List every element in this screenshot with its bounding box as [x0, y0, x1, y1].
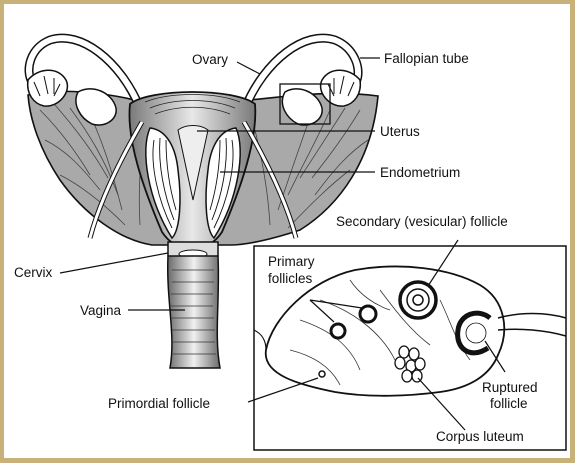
label-fallopian-tube: Fallopian tube: [384, 51, 469, 66]
label-ovary: Ovary: [192, 52, 228, 67]
label-primordial-follicle: Primordial follicle: [108, 396, 210, 411]
label-ruptured-follicle-1: Ruptured: [482, 380, 538, 395]
diagram-canvas: Ovary Fallopian tube Uterus Endometrium …: [4, 4, 570, 458]
label-ruptured-follicle-2: follicle: [490, 396, 528, 411]
label-uterus: Uterus: [380, 124, 420, 139]
anatomy-illustration: Ovary Fallopian tube Uterus Endometrium …: [4, 4, 570, 458]
primary-follicle-2: [360, 306, 376, 322]
vagina: [168, 256, 220, 368]
label-corpus-luteum: Corpus luteum: [436, 429, 524, 444]
label-endometrium: Endometrium: [380, 165, 460, 180]
label-primary-follicles-1: Primary: [268, 254, 315, 269]
label-secondary-follicle: Secondary (vesicular) follicle: [336, 214, 508, 229]
label-cervix: Cervix: [14, 265, 53, 280]
label-primary-follicles-2: follicles: [268, 271, 313, 286]
primary-follicle-1: [331, 324, 345, 338]
label-vagina: Vagina: [80, 303, 122, 318]
primordial-follicle: [319, 371, 325, 377]
